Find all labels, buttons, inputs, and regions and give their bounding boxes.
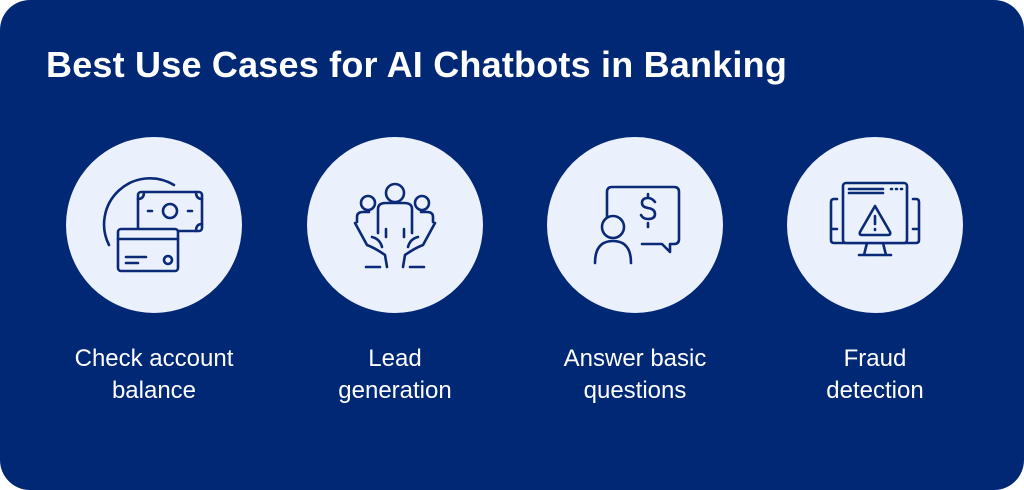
icon-circle xyxy=(787,137,963,313)
icon-circle xyxy=(66,137,242,313)
team-hands-icon xyxy=(353,182,437,269)
monitor-warning-icon xyxy=(829,181,921,257)
icon-circle xyxy=(547,137,723,313)
money-card-icon xyxy=(102,177,204,273)
page-title: Best Use Cases for AI Chatbots in Bankin… xyxy=(46,44,788,85)
person-chat-dollar-icon xyxy=(593,185,681,265)
icon-circle xyxy=(307,137,483,313)
